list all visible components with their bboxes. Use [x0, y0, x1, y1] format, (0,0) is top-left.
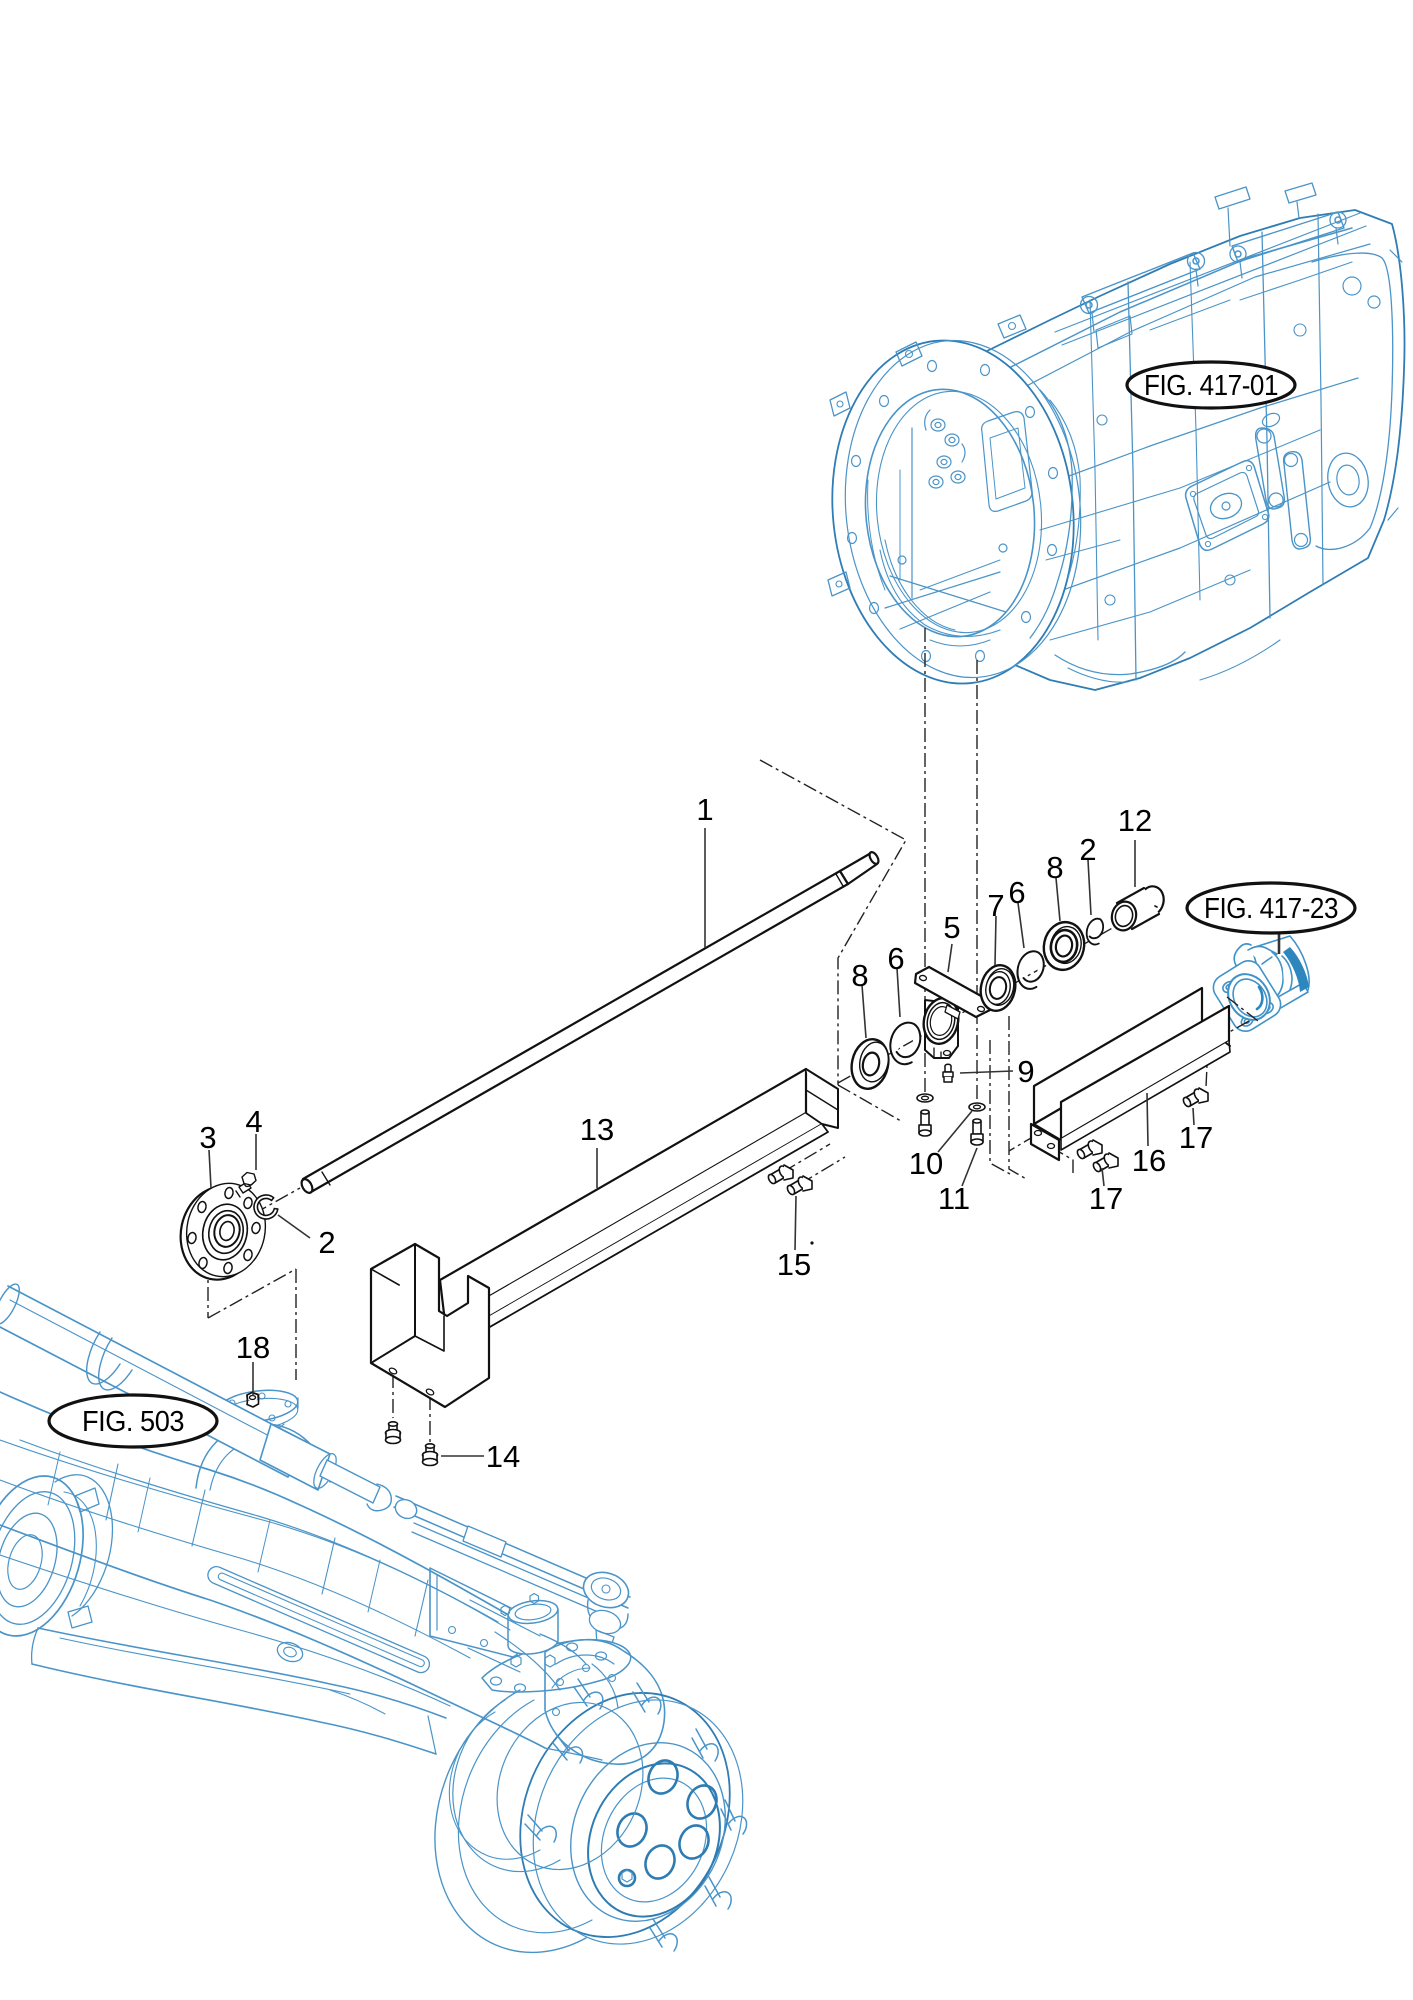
- svg-text:9: 9: [1017, 1054, 1034, 1089]
- svg-text:FIG. 503: FIG. 503: [82, 1406, 184, 1438]
- svg-text:FIG. 417-23: FIG. 417-23: [1204, 893, 1338, 925]
- svg-text:FIG. 417-01: FIG. 417-01: [1144, 370, 1278, 402]
- svg-text:7: 7: [987, 888, 1004, 923]
- svg-text:11: 11: [938, 1181, 970, 1216]
- svg-text:17: 17: [1089, 1181, 1123, 1216]
- svg-text:5: 5: [943, 910, 960, 945]
- svg-text:3: 3: [199, 1120, 216, 1155]
- svg-text:8: 8: [851, 958, 868, 993]
- svg-text:13: 13: [580, 1112, 614, 1147]
- svg-text:15: 15: [777, 1247, 811, 1282]
- svg-text:14: 14: [486, 1439, 520, 1474]
- svg-text:10: 10: [909, 1146, 943, 1181]
- svg-text:17: 17: [1179, 1120, 1213, 1155]
- svg-text:18: 18: [236, 1330, 270, 1365]
- svg-text:2: 2: [318, 1225, 335, 1260]
- svg-text:12: 12: [1118, 803, 1152, 838]
- svg-text:6: 6: [887, 941, 904, 976]
- svg-text:1: 1: [696, 792, 713, 827]
- svg-text:4: 4: [245, 1104, 262, 1139]
- svg-text:2: 2: [1079, 832, 1096, 867]
- svg-text:6: 6: [1008, 875, 1025, 910]
- svg-text:16: 16: [1132, 1143, 1166, 1178]
- svg-text:8: 8: [1046, 850, 1063, 885]
